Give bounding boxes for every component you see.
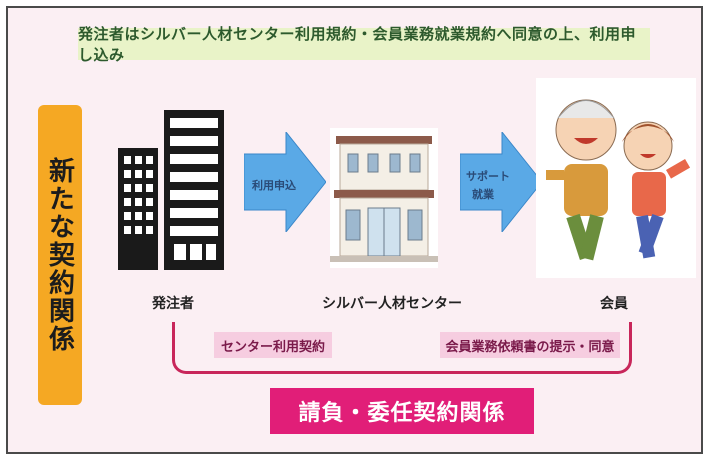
contract-pill-member-request: 会員業務依頼書の提示・同意 bbox=[440, 332, 620, 358]
side-label: 新たな契約関係 bbox=[38, 105, 82, 405]
orderer-building-icon bbox=[118, 110, 224, 270]
title-banner: 発注者はシルバー人材センター利用規約・会員業務就業規約へ同意の上、利用申し込み bbox=[78, 25, 650, 64]
node-label-silver-center: シルバー人材センター bbox=[322, 296, 462, 312]
silver-center-building-icon bbox=[330, 128, 438, 268]
arrow-label-work: 就業 bbox=[472, 188, 494, 201]
node-label-orderer: 発注者 bbox=[152, 296, 194, 312]
contract-type-box: 請負・委任契約関係 bbox=[270, 388, 534, 434]
arrow-icon bbox=[244, 132, 326, 232]
node-label-member: 会員 bbox=[600, 296, 628, 312]
members-illustration-icon bbox=[536, 78, 696, 278]
arrow-label-support: サポート bbox=[466, 170, 510, 183]
contract-bracket bbox=[172, 322, 632, 374]
arrow-label-apply: 利用申込 bbox=[252, 179, 296, 192]
contract-pill-center-use: センター利用契約 bbox=[214, 332, 332, 358]
arrow-icon bbox=[460, 132, 542, 232]
